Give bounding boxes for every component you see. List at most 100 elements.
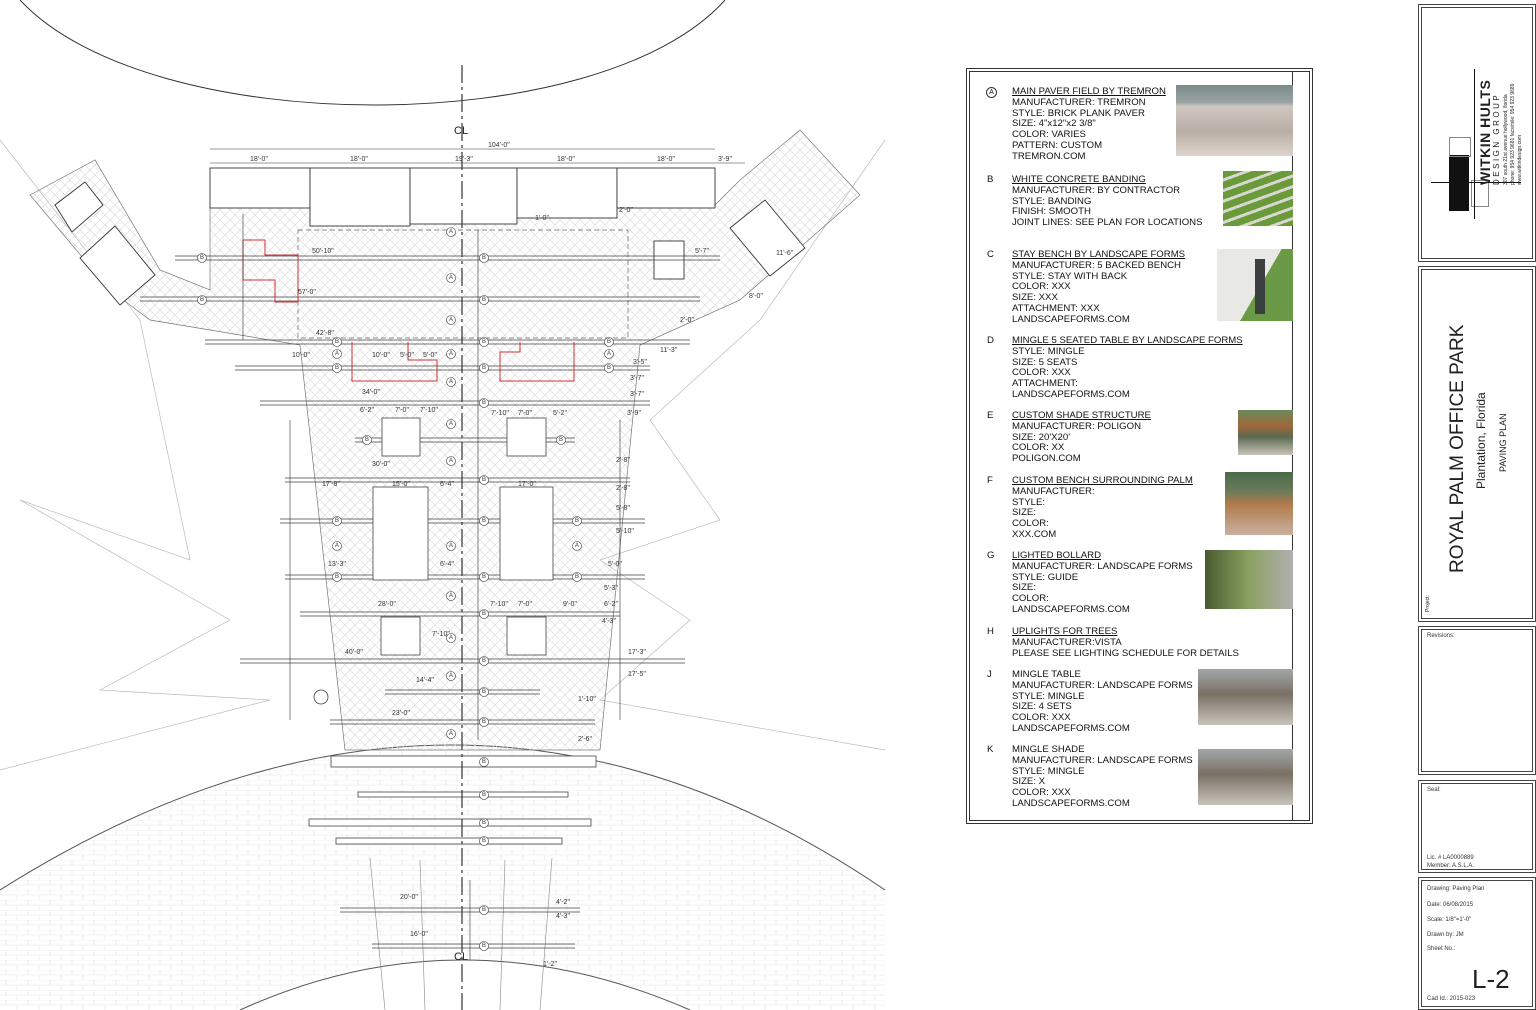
legend-item-line: MANUFACTURER: LANDSCAPE FORMS	[1012, 754, 1193, 766]
material-tag-b: B	[479, 516, 489, 526]
photo-mingle-shade	[1198, 749, 1293, 805]
dimension-label: 2'-6"	[578, 736, 592, 743]
material-tag-label: B	[482, 297, 486, 303]
material-tag-label: B	[482, 820, 486, 826]
material-tag-label: A	[449, 593, 453, 599]
material-tag-label: B	[482, 792, 486, 798]
material-tag-b: B	[479, 757, 489, 767]
sheet-info-panel: Drawing: Paving Plan Date: 06/08/2015 Sc…	[1418, 877, 1536, 1010]
dimension-label: 7'-10"	[491, 410, 509, 417]
legend-item-line: MANUFACTURER:	[1012, 485, 1095, 497]
dimension-label: 9'-0"	[563, 601, 577, 608]
dimension-label: 17'-5"	[628, 671, 646, 678]
dimension-label: 11'-6"	[776, 250, 794, 257]
material-tag-label: A	[335, 351, 339, 357]
bottom-plaza-area	[0, 745, 885, 1010]
dimension-label: 4'-3"	[602, 618, 616, 625]
material-tag-b: B	[479, 337, 489, 347]
material-tag-label: B	[335, 339, 339, 345]
legend-letter: F	[987, 475, 993, 486]
photo-lighted-bollard	[1205, 550, 1293, 609]
material-tag-label: B	[200, 297, 204, 303]
dimension-label: 30'-0"	[372, 461, 390, 468]
dimension-label: 5'-8"	[616, 505, 630, 512]
dimension-label: 7'-10"	[490, 601, 508, 608]
firm-subtitle: DESIGN GROUP	[1492, 92, 1501, 185]
dimension-label: 7'-10"	[432, 631, 450, 638]
legend-item-line: MANUFACTURER: LANDSCAPE FORMS	[1012, 560, 1193, 572]
tree-symbol	[313, 689, 329, 705]
legend-item-line: FINISH: SMOOTH	[1012, 206, 1091, 218]
dimension-label: 13'-3"	[328, 561, 346, 568]
material-tag-a: A	[446, 591, 456, 601]
legend-item-line: SIZE:	[1012, 507, 1036, 519]
dimension-label: 5'-7"	[695, 248, 709, 255]
material-tag-label: B	[482, 689, 486, 695]
material-tag-label: B	[482, 658, 486, 664]
material-tag-a: A	[446, 273, 456, 283]
legend-item-line: MANUFACTURER: 5 BACKED BENCH	[1012, 259, 1181, 271]
material-tag-a: A	[446, 633, 456, 643]
dimension-label: 5'-10"	[616, 528, 634, 535]
photo-stay-bench	[1217, 249, 1293, 321]
legend-item-title: CUSTOM BENCH SURROUNDING PALM	[1012, 475, 1193, 486]
material-tag-label: B	[482, 943, 486, 949]
dimension-label: 2'-8"	[616, 485, 630, 492]
legend-item-line: MANUFACTURER: POLIGON	[1012, 420, 1141, 432]
material-tag-b: B	[332, 516, 342, 526]
dimension-label: 5'-0"	[608, 561, 622, 568]
firm-address: 307 south 21st avenue hollywood, florida	[1503, 94, 1509, 185]
material-tag-label: B	[482, 611, 486, 617]
material-tag-label: A	[449, 673, 453, 679]
material-tag-label: A	[449, 458, 453, 464]
material-tag-label: A	[449, 731, 453, 737]
legend-item-line: PLEASE SEE LIGHTING SCHEDULE FOR DETAILS	[1012, 647, 1239, 659]
legend-item-title: CUSTOM SHADE STRUCTURE	[1012, 410, 1151, 421]
dimension-label: 2'-0"	[619, 207, 633, 214]
dimension-label: 6'-2"	[360, 407, 374, 414]
material-tag-b: B	[479, 398, 489, 408]
drawing-scale: Scale: 1/8"=1'-0"	[1427, 917, 1472, 923]
top-plaza-arc	[19, 0, 726, 106]
legend-item-line: SIZE: 4"x12"x2 3/8"	[1012, 118, 1096, 130]
legend-item-line: LANDSCAPEFORMS.COM	[1012, 388, 1130, 400]
material-tag-a: A	[446, 456, 456, 466]
material-tag-b: B	[332, 337, 342, 347]
material-tag-label: B	[482, 255, 486, 261]
dimension-label: 11'-3"	[660, 347, 678, 354]
material-tag-a: A	[446, 349, 456, 359]
material-tag-b: B	[479, 253, 489, 263]
revisions-label: Revisions:	[1427, 633, 1455, 639]
dimension-label: 16'-0"	[410, 931, 428, 938]
dimension-label: 17'-8"	[322, 481, 340, 488]
dimension-label: 5'-2"	[553, 410, 567, 417]
legend-item-line: STYLE: BANDING	[1012, 195, 1092, 207]
project-name: ROYAL PALM OFFICE PARK	[1447, 324, 1468, 573]
material-tag-label: B	[482, 339, 486, 345]
material-tag-label: A	[449, 275, 453, 281]
legend-item-line: SIZE: XXX	[1012, 292, 1058, 304]
legend-item-line: JOINT LINES: SEE PLAN FOR LOCATIONS	[1012, 217, 1203, 229]
material-tag-a: A	[446, 227, 456, 237]
legend-item-line: LANDSCAPEFORMS.COM	[1012, 603, 1130, 615]
legend-letter: C	[987, 249, 994, 260]
legend-item-title: WHITE CONCRETE BANDING	[1012, 174, 1146, 185]
photo-custom-bench	[1225, 472, 1293, 535]
material-tag-label: A	[449, 635, 453, 641]
legend-item-title: MINGLE SHADE	[1012, 744, 1085, 755]
membership: Member: A.S.L.A.	[1427, 863, 1475, 869]
legend-item-line: MANUFACTURER: BY CONTRACTOR	[1012, 184, 1181, 196]
legend-item-line: STYLE:	[1012, 496, 1046, 508]
material-tag-label: B	[482, 477, 486, 483]
material-tag-b: B	[572, 516, 582, 526]
centerline-label-bottom: CL	[454, 951, 468, 963]
material-tag-b: B	[479, 687, 489, 697]
legend-item-line: COLOR: XXX	[1012, 367, 1071, 379]
material-tag-label: B	[365, 437, 369, 443]
material-tag-label: A	[449, 379, 453, 385]
dimension-label: 7'-0"	[518, 601, 532, 608]
legend-item-line: STYLE: MINGLE	[1012, 345, 1085, 357]
material-tag-b: B	[479, 818, 489, 828]
seal-label: Seal:	[1427, 787, 1441, 793]
